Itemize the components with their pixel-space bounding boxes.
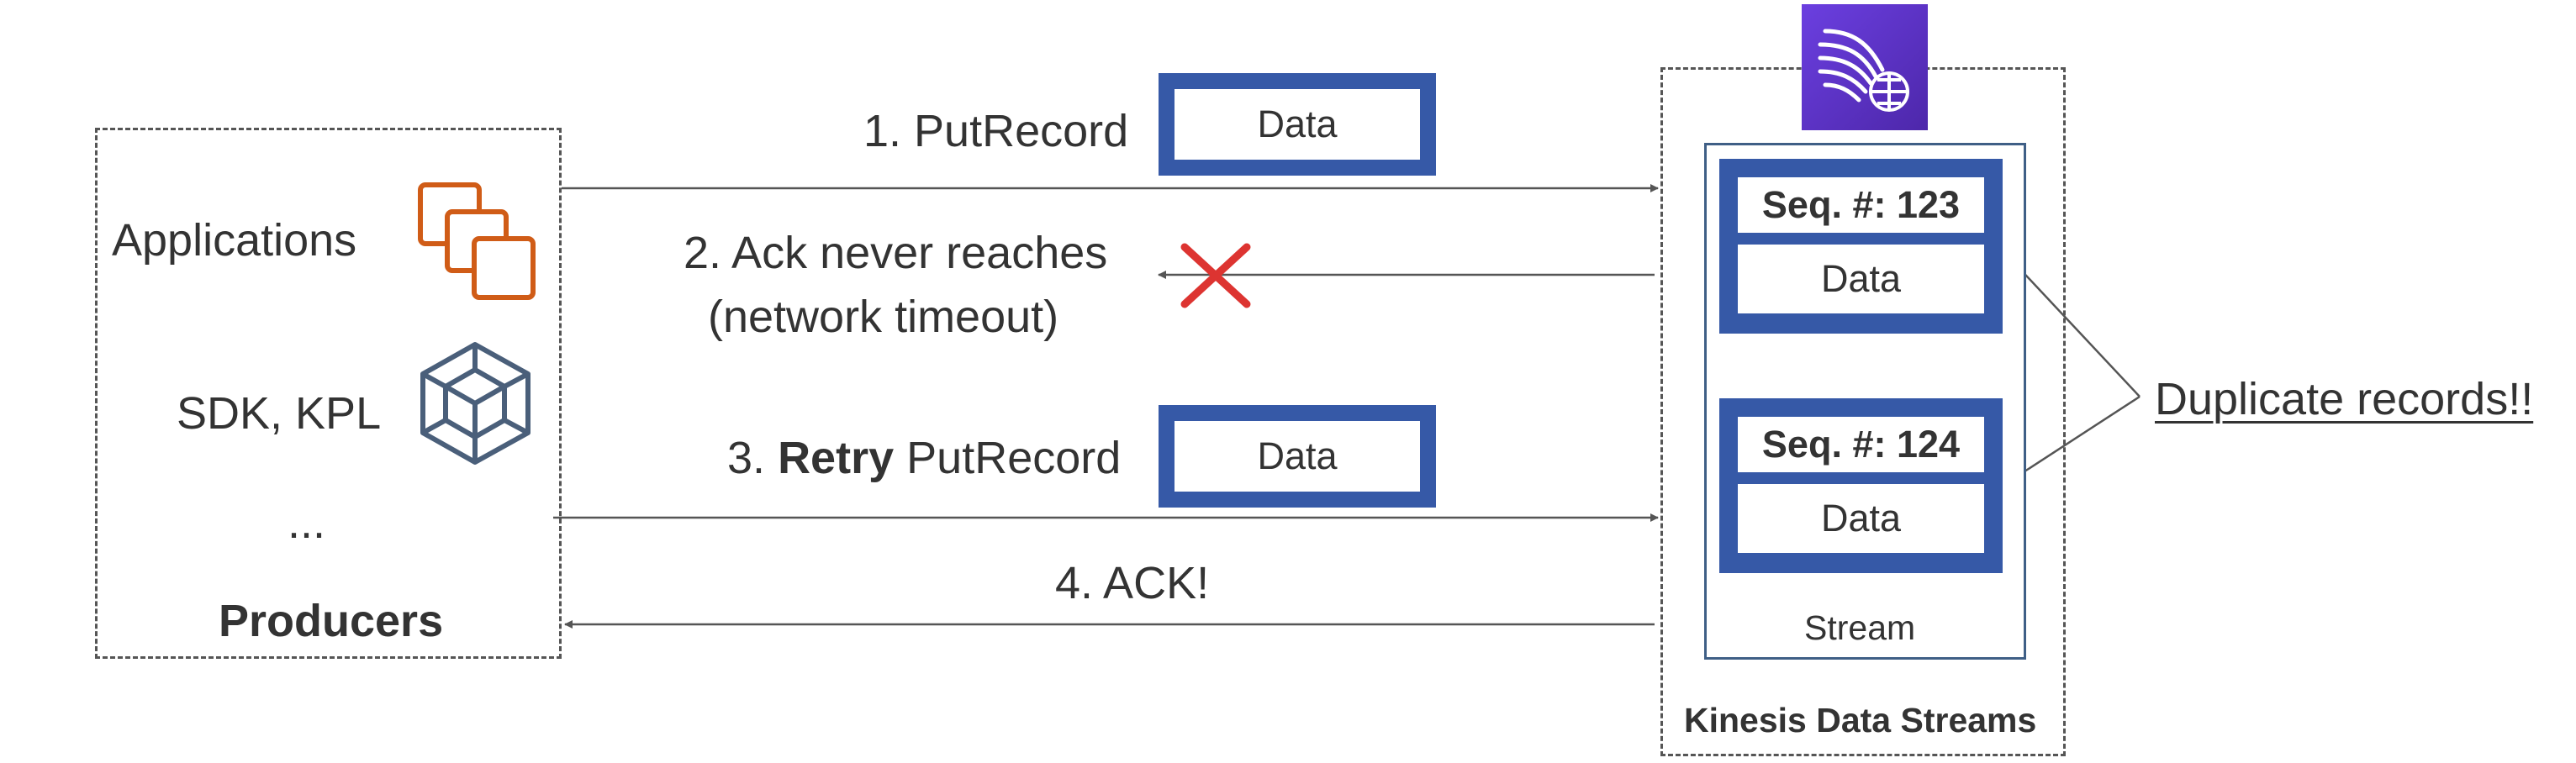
kinesis-data-streams-label: Kinesis Data Streams (1684, 701, 2037, 739)
data-packet-label: Data (1175, 421, 1420, 492)
record-data: Data (1738, 245, 1984, 313)
stream-label: Stream (1804, 608, 1916, 647)
data-packet-label: Data (1175, 89, 1420, 160)
stream-record-123: Seq. #: 123 Data (1719, 159, 2003, 334)
data-packet-putrecord: Data (1159, 73, 1436, 176)
step3-retry: Retry (778, 433, 895, 483)
cube-icon (420, 342, 531, 465)
step1-label: 1. PutRecord (863, 106, 1129, 156)
stream-record-124: Seq. #: 124 Data (1719, 398, 2003, 573)
duplicate-records-label: Duplicate records!! (2155, 374, 2534, 424)
data-packet-retry: Data (1159, 405, 1436, 508)
step3-putrecord: PutRecord (906, 433, 1122, 483)
record-sequence-number: Seq. #: 124 (1738, 417, 1984, 472)
applications-stack-icon (418, 182, 536, 300)
step4-label: 4. ACK! (1055, 558, 1210, 608)
step3-number: 3. (727, 433, 766, 483)
producer-applications-label: Applications (112, 215, 357, 266)
record-data: Data (1738, 484, 1984, 553)
producers-title: Producers (219, 596, 444, 646)
record-sequence-number: Seq. #: 123 (1738, 177, 1984, 233)
kinesis-data-streams-icon (1802, 4, 1928, 130)
step3-label: 3. Retry PutRecord (727, 435, 1121, 481)
producer-sdk-label: SDK, KPL (177, 388, 382, 439)
red-x-icon (1180, 243, 1251, 308)
producer-more-label: ... (288, 497, 326, 548)
step2-label-line1: 2. Ack never reaches (684, 228, 1108, 278)
producers-container (95, 128, 562, 659)
step2-label-line2: (network timeout) (708, 292, 1059, 342)
